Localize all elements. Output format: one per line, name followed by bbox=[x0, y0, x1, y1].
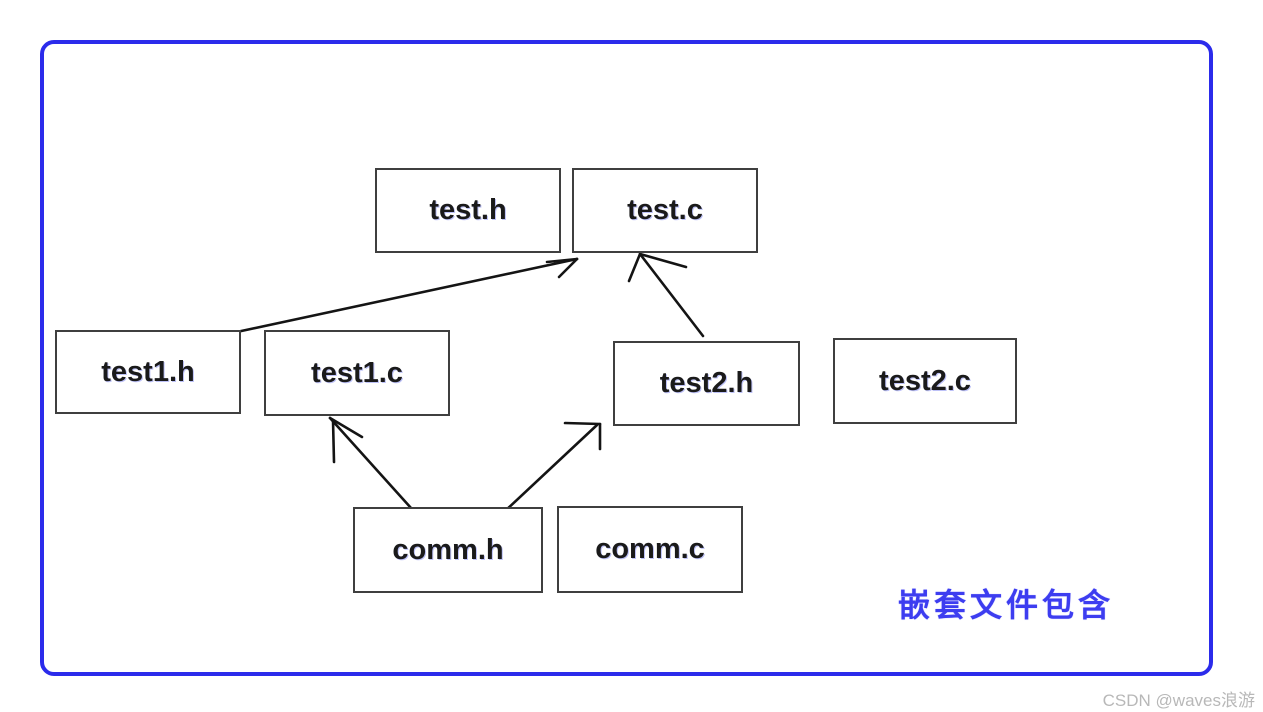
node-test2-h: test2.h bbox=[613, 341, 800, 426]
node-test2-c: test2.c bbox=[833, 338, 1017, 424]
outer-blue-frame bbox=[40, 40, 1213, 676]
node-test1-c: test1.c bbox=[264, 330, 450, 416]
node-test-h: test.h bbox=[375, 168, 561, 253]
node-comm-c: comm.c bbox=[557, 506, 743, 593]
node-comm-h: comm.h bbox=[353, 507, 543, 593]
node-test-c: test.c bbox=[572, 168, 758, 253]
node-test1-h: test1.h bbox=[55, 330, 241, 414]
diagram-caption: 嵌套文件包含 bbox=[898, 587, 1115, 623]
csdn-watermark: CSDN @waves浪游 bbox=[1102, 691, 1255, 710]
